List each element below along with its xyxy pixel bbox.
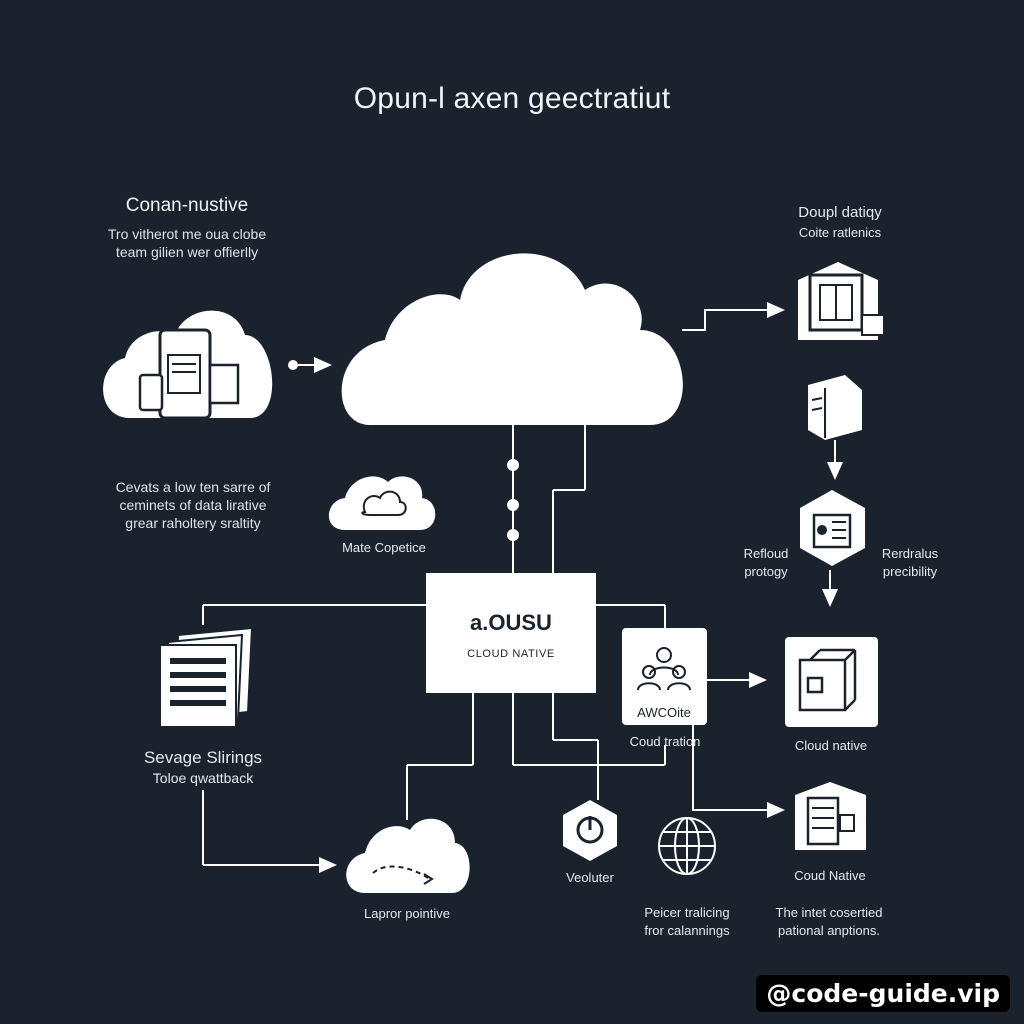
users-icon: [637, 647, 691, 691]
bottom-cloud-label: Lapror pointive: [364, 906, 450, 921]
left-desc-line1: Tro vitherot me oua clobe: [107, 226, 267, 242]
left-note-line1: Cevats a low ten sarre of: [115, 479, 271, 495]
connector-dot: [507, 529, 519, 541]
connectors: [202, 302, 843, 873]
awc-below-label: Coud tration: [629, 734, 701, 749]
right-mid-right-line1: Rerdralus: [881, 546, 939, 561]
hardware-module-icon: [798, 262, 885, 340]
left-note-line3: grear raholtery sraltity: [125, 515, 261, 531]
watermark: @code-guide.vip: [756, 975, 1010, 1012]
center-box-title: a.OUSU: [470, 610, 552, 635]
left-desc-line2: team gilien wer offierlly: [115, 244, 259, 260]
left-heading: Conan-nustive: [125, 195, 249, 216]
right-bottom-label: Coud Native: [794, 868, 866, 883]
storage-subtitle: Toloe qwattback: [152, 770, 254, 786]
right-box-label: Cloud native: [794, 738, 868, 753]
rack-server-icon: [795, 782, 866, 850]
hexagon-power-icon: [563, 800, 617, 861]
right-mid-left-line2: protogy: [744, 564, 788, 579]
connector-dot: [288, 360, 298, 370]
awc-service-box: [622, 628, 707, 725]
devices-cloud-icon: [103, 310, 273, 420]
main-cloud-icon: [341, 253, 683, 425]
connector-dot: [507, 459, 519, 471]
storage-title: Sevage Slirings: [143, 748, 263, 767]
document-stack-icon: [159, 626, 254, 729]
server-icon: [808, 375, 862, 440]
globe-label-line2: fror calannings: [644, 923, 730, 938]
connector-dot: [507, 499, 519, 511]
center-service-box: [426, 573, 596, 693]
sync-cloud-icon: [346, 818, 470, 893]
right-mid-right-line2: precibility: [882, 564, 938, 579]
small-cloud-label: Mate Copetice: [342, 540, 426, 555]
bottom-right-note-line2: pational anptions.: [778, 923, 880, 938]
awc-inner-label: AWCOite: [637, 705, 691, 720]
globe-icon: [658, 817, 716, 875]
globe-label-line1: Peicer tralicing: [644, 905, 730, 920]
small-cloud-icon: [328, 476, 436, 530]
center-box-subtitle: CLOUD NATIVE: [467, 648, 555, 660]
page-title: Opun-l axen geectratiut: [353, 82, 671, 115]
left-note-line2: ceminets of data lirative: [119, 497, 267, 513]
vecluter-label: Veoluter: [566, 870, 614, 885]
storage-unit-icon: [798, 648, 857, 712]
right-mid-left-line1: Refloud: [743, 546, 789, 561]
right-top-heading: Doupl datiqy: [798, 204, 882, 221]
bottom-right-note-line1: The intet cosertied: [775, 905, 883, 920]
hexagon-server-icon: [800, 490, 865, 566]
right-top-sub: Coite ratlenics: [798, 225, 882, 240]
